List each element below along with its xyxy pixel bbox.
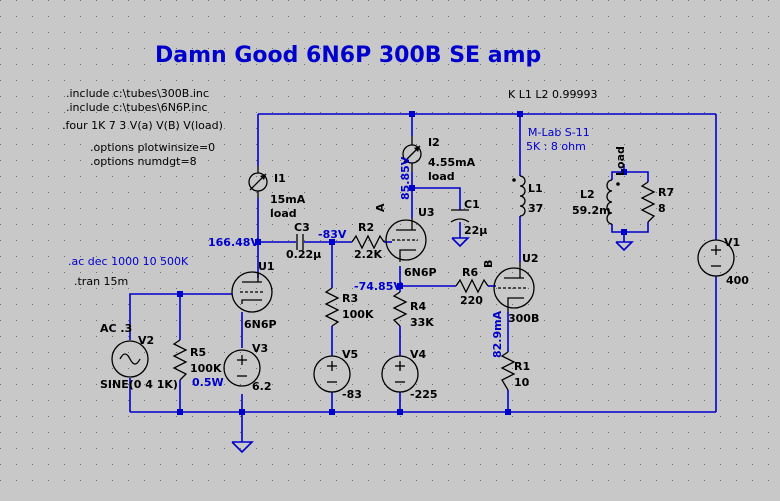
- v2-ac: AC .3: [100, 322, 132, 335]
- u3-tube: U3 6N6P: [385, 206, 437, 279]
- v3-name: V3: [252, 342, 268, 355]
- u3-model: 6N6P: [404, 266, 437, 279]
- l2-inductor: L2 59.2m: [572, 179, 620, 225]
- r7-value: 8: [658, 202, 666, 215]
- wires: [129, 113, 717, 442]
- i2-load: load: [428, 170, 455, 183]
- directive-numdgt: .options numdgt=8: [90, 155, 197, 168]
- spice-directives: .include c:\tubes\300B.inc .include c:\t…: [62, 87, 597, 288]
- title: Damn Good 6N6P 300B SE amp: [155, 43, 541, 68]
- r1-name: R1: [514, 360, 530, 373]
- c1-ground-icon: [451, 237, 470, 248]
- i1-name: I1: [274, 172, 286, 185]
- u1-name: U1: [258, 260, 275, 273]
- i1-load: load: [270, 207, 297, 220]
- v1-voltage-source: V1 400: [697, 236, 749, 287]
- l1-value: 37: [528, 202, 543, 215]
- transformer-label: M-Lab S-11: [528, 126, 590, 139]
- v2-sine-source: V2 AC .3 SINE(0 4 1K): [100, 322, 178, 391]
- r6-resistor: R6 220: [455, 266, 489, 307]
- i2-current-source: I2 4.55mA load: [402, 136, 476, 183]
- u3-name: U3: [418, 206, 435, 219]
- c1-value: 22µ: [464, 224, 487, 237]
- r2-value: 2.2K: [354, 248, 382, 261]
- u2-tube: U2 300B: [493, 252, 539, 325]
- node-load-label: Load: [614, 146, 627, 176]
- r1-value: 10: [514, 376, 530, 389]
- junctions: [177, 111, 627, 415]
- l2-value: 59.2m: [572, 204, 611, 217]
- v3-value: 6.2: [252, 380, 272, 393]
- directive-tran: .tran 15m: [74, 275, 128, 288]
- node-a-label: A: [374, 203, 387, 212]
- c3-capacitor: C3 0.22µ: [286, 221, 321, 261]
- v4-name: V4: [410, 348, 427, 361]
- r5-note: 0.5W: [192, 376, 224, 389]
- l2-name: L2: [580, 188, 595, 201]
- directive-four: .four 1K 7 3 V(a) V(B) V(load): [62, 119, 223, 132]
- transformer-ratio: 5K : 8 ohm: [526, 140, 586, 153]
- v2-value: SINE(0 4 1K): [100, 378, 178, 391]
- r6-name: R6: [462, 266, 478, 279]
- u1-model: 6N6P: [244, 318, 277, 331]
- r7-resistor: R7 8: [640, 181, 674, 223]
- r4-resistor: R4 33K: [392, 291, 434, 329]
- c3-value: 0.22µ: [286, 248, 321, 261]
- ground-icon: [231, 441, 254, 454]
- r5-value: 100K: [190, 362, 222, 375]
- r7-name: R7: [658, 186, 674, 199]
- directive-include-300b: .include c:\tubes\300B.inc: [66, 87, 209, 100]
- directive-coupling: K L1 L2 0.99993: [508, 88, 597, 101]
- directive-ac: .ac dec 1000 10 500K: [68, 255, 189, 268]
- c1-capacitor: C1 22µ: [450, 198, 487, 237]
- i2-name: I2: [428, 136, 440, 149]
- directive-include-6n6p: .include c:\tubes\6N6P.inc: [66, 101, 208, 114]
- directive-plotwinsize: .options plotwinsize=0: [90, 141, 215, 154]
- u3-grid-voltage: -83V: [318, 228, 347, 241]
- i2-value: 4.55mA: [428, 156, 476, 169]
- r3-value: 100K: [342, 308, 374, 321]
- u1-plate-voltage: 166.48V: [208, 236, 259, 249]
- l2-ground-icon: [615, 241, 634, 252]
- v1-value: 400: [726, 274, 749, 287]
- node-b-label: B: [482, 260, 495, 268]
- l1-name: L1: [528, 182, 543, 195]
- v5-value: -83: [342, 388, 362, 401]
- r5-name: R5: [190, 346, 206, 359]
- r1-resistor: R1 10: [500, 351, 530, 391]
- r5-resistor: R5 100K 0.5W: [172, 339, 224, 389]
- v2-name: V2: [138, 334, 154, 347]
- v4-voltage-source: V4 -225: [381, 348, 438, 401]
- u2-model: 300B: [508, 312, 539, 325]
- u2-cathode-current: 82.9mA: [491, 310, 504, 358]
- r4-value: 33K: [410, 316, 434, 329]
- v1-name: V1: [724, 236, 740, 249]
- r3-name: R3: [342, 292, 358, 305]
- u3-cathode-voltage: -74.85V: [354, 280, 402, 293]
- r2-name: R2: [358, 221, 374, 234]
- v4-value: -225: [410, 388, 438, 401]
- l1-inductor: L1 37: [512, 175, 543, 217]
- i1-value: 15mA: [270, 193, 306, 206]
- i1-current-source: I1 15mA load: [248, 166, 306, 220]
- r2-resistor: R2 2.2K: [351, 221, 385, 261]
- v5-name: V5: [342, 348, 358, 361]
- r3-resistor: R3 100K: [324, 287, 374, 327]
- r4-name: R4: [410, 300, 426, 313]
- u3-plate-voltage: 85.85V: [399, 156, 412, 200]
- u2-name: U2: [522, 252, 539, 265]
- c1-name: C1: [464, 198, 480, 211]
- c3-name: C3: [294, 221, 310, 234]
- u1-tube: U1 6N6P: [231, 260, 277, 331]
- v5-voltage-source: V5 -83: [313, 348, 362, 401]
- r6-value: 220: [460, 294, 483, 307]
- v3-voltage-source: V3 6.2: [223, 342, 272, 393]
